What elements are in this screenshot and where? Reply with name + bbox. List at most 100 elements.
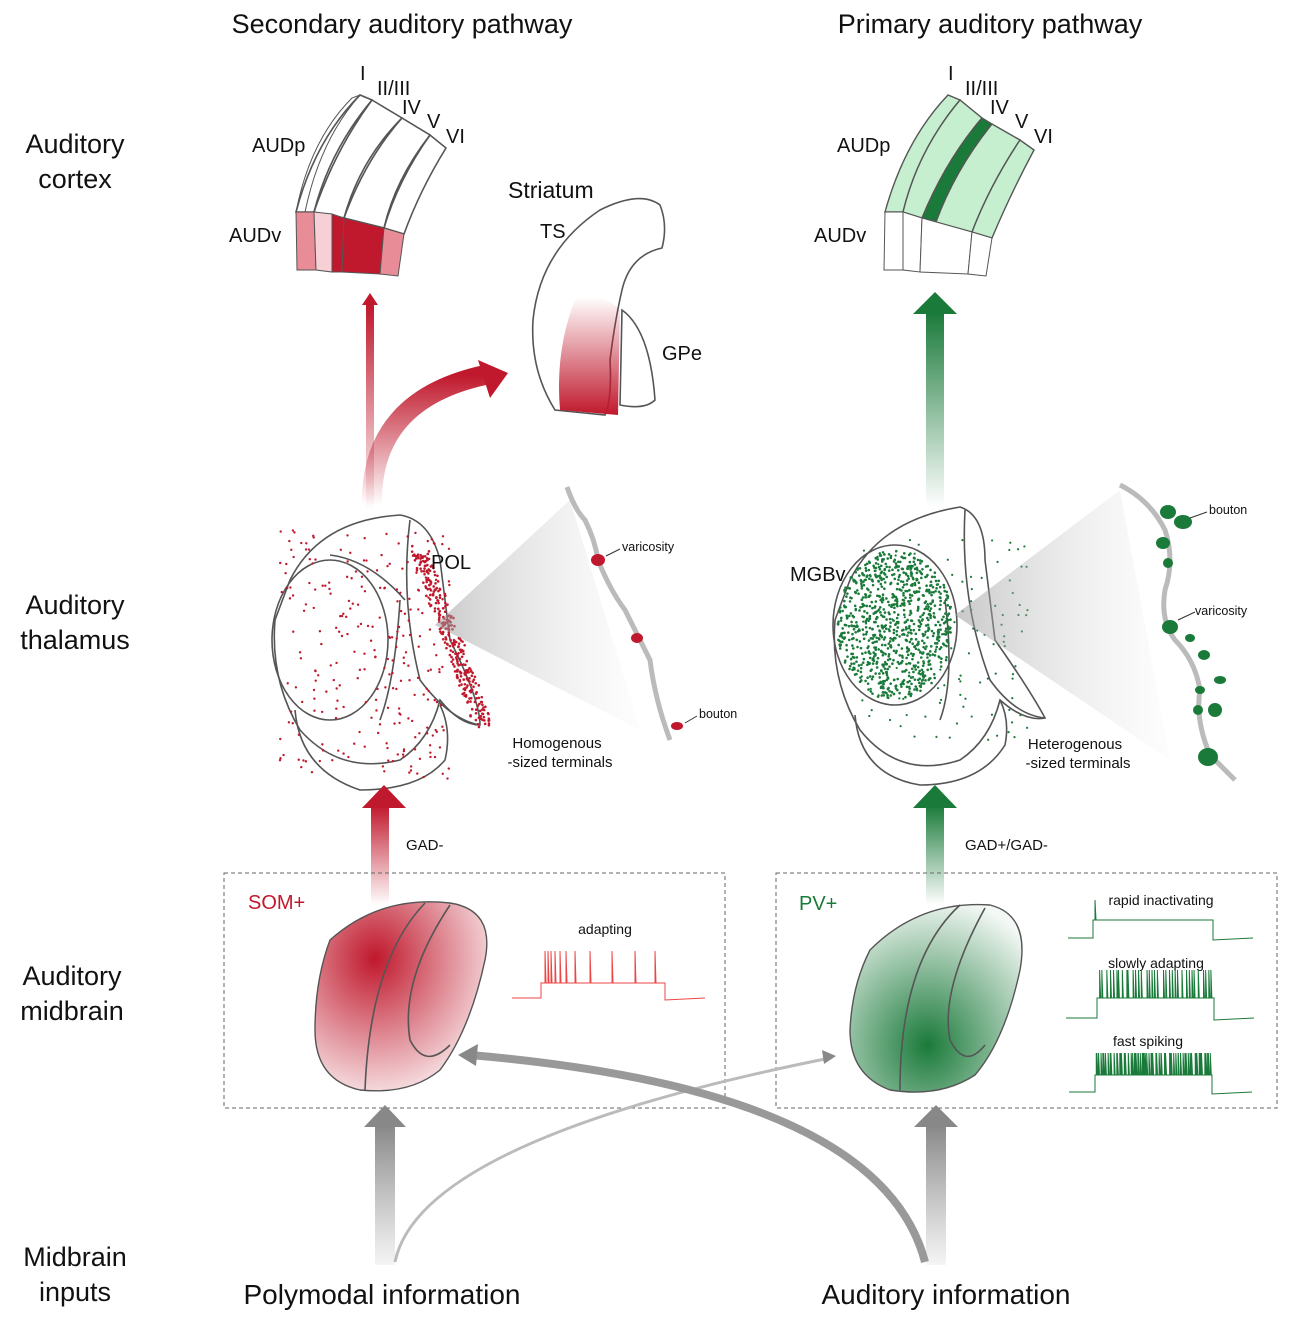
- terminal-dot: [312, 688, 316, 692]
- terminal-dot: [898, 588, 901, 591]
- terminal-dot: [391, 659, 394, 662]
- terminal-dot: [470, 688, 474, 691]
- terminal-dot: [482, 706, 485, 709]
- terminal-dot: [892, 649, 896, 653]
- terminal-dot: [483, 722, 487, 726]
- pv-panel: [775, 872, 1278, 1109]
- terminal-dot: [438, 593, 442, 597]
- terminal-dot: [288, 539, 291, 543]
- terminal-dot: [340, 634, 344, 638]
- terminal-dot: [886, 600, 890, 604]
- pv-label: PV+: [799, 893, 837, 915]
- terminal-dot: [937, 639, 941, 642]
- terminal-dot: [356, 603, 360, 606]
- terminal-dot: [917, 648, 920, 652]
- terminal-dot: [961, 580, 964, 583]
- terminal-dot: [911, 642, 914, 646]
- terminal-dot: [294, 686, 298, 689]
- terminal-dot: [862, 583, 866, 587]
- terminal-dot: [881, 598, 885, 602]
- terminal-dot: [888, 665, 891, 668]
- terminal-dot: [912, 664, 916, 668]
- terminal-dot: [917, 640, 920, 644]
- terminal-dot: [896, 582, 900, 586]
- terminal-dot: [447, 580, 451, 583]
- terminal-dot: [865, 604, 869, 608]
- arrowhead: [822, 1050, 836, 1064]
- terminal-dot: [944, 627, 948, 631]
- terminal-dot: [862, 620, 865, 623]
- terminal-dot: [477, 725, 481, 729]
- terminal-dot: [407, 717, 410, 720]
- terminal-dot: [875, 640, 879, 643]
- terminal-dot: [867, 650, 871, 653]
- terminal-dot: [456, 662, 459, 665]
- terminal-dot: [850, 620, 853, 624]
- terminal-dot: [376, 687, 379, 691]
- terminal-dot: [468, 677, 471, 680]
- terminal-dot: [943, 684, 946, 687]
- terminal-dot: [880, 600, 884, 604]
- terminal-dot: [876, 587, 880, 591]
- terminal-dot: [353, 650, 356, 653]
- terminal-dot: [878, 567, 882, 571]
- terminal-dot: [899, 580, 903, 583]
- terminal-dot: [913, 678, 917, 681]
- terminal-dot: [426, 552, 430, 556]
- terminal-dot: [908, 593, 912, 597]
- terminal-dot: [419, 560, 423, 563]
- terminal-dot: [478, 702, 481, 706]
- terminal-dot: [481, 703, 484, 707]
- terminal-dot: [487, 723, 491, 727]
- terminal-dot: [905, 582, 909, 586]
- terminal-dot: [864, 679, 867, 683]
- terminal-dot: [915, 571, 919, 575]
- terminal-dot: [297, 758, 300, 761]
- terminal-dot: [900, 685, 903, 688]
- terminal-dot: [374, 698, 378, 702]
- terminal-dot: [970, 600, 973, 603]
- terminal-dot: [883, 679, 886, 683]
- terminal-dot: [846, 616, 849, 619]
- terminal-dot: [896, 626, 900, 629]
- terminal-dot: [843, 631, 846, 635]
- terminal-dot: [925, 588, 929, 592]
- terminal-dot: [885, 662, 889, 666]
- terminal-dot: [1026, 726, 1029, 729]
- terminal-dot: [906, 565, 910, 569]
- terminal-dot: [912, 670, 915, 674]
- terminal-dot: [907, 674, 911, 678]
- left-axon: [564, 486, 698, 741]
- terminal-dot: [302, 609, 306, 612]
- terminal-dot: [451, 650, 455, 654]
- terminal-dot: [408, 633, 412, 637]
- terminal-dot: [931, 634, 935, 638]
- terminal-dot: [922, 682, 926, 685]
- left-audp-label: AUDp: [252, 135, 305, 157]
- bouton-marker: [671, 722, 683, 730]
- terminal-dot: [920, 679, 924, 682]
- terminal-dot: [459, 674, 463, 678]
- terminal-dot: [474, 718, 478, 722]
- terminal-dot: [346, 560, 349, 563]
- terminal-dot: [873, 646, 876, 649]
- terminal-dot: [924, 679, 927, 682]
- terminal-dot: [843, 661, 847, 664]
- terminal-dot: [838, 647, 842, 650]
- terminal-dot: [843, 623, 847, 627]
- terminal-dot: [427, 602, 431, 605]
- terminal-dot: [321, 749, 325, 752]
- terminal-dot: [413, 693, 416, 697]
- terminal-dot: [364, 701, 368, 704]
- terminal-dot: [928, 591, 931, 595]
- terminal-dot: [463, 682, 467, 686]
- terminal-dot: [458, 684, 461, 687]
- terminal-dot: [857, 574, 861, 577]
- terminal-dot: [868, 594, 872, 597]
- terminal-dot: [926, 629, 930, 632]
- varicosity-marker: [591, 554, 605, 566]
- terminal-dot: [436, 574, 439, 578]
- terminal-dot: [894, 554, 897, 557]
- terminal-dot: [911, 584, 914, 587]
- slowly-adapting-label: slowly adapting: [1108, 955, 1204, 971]
